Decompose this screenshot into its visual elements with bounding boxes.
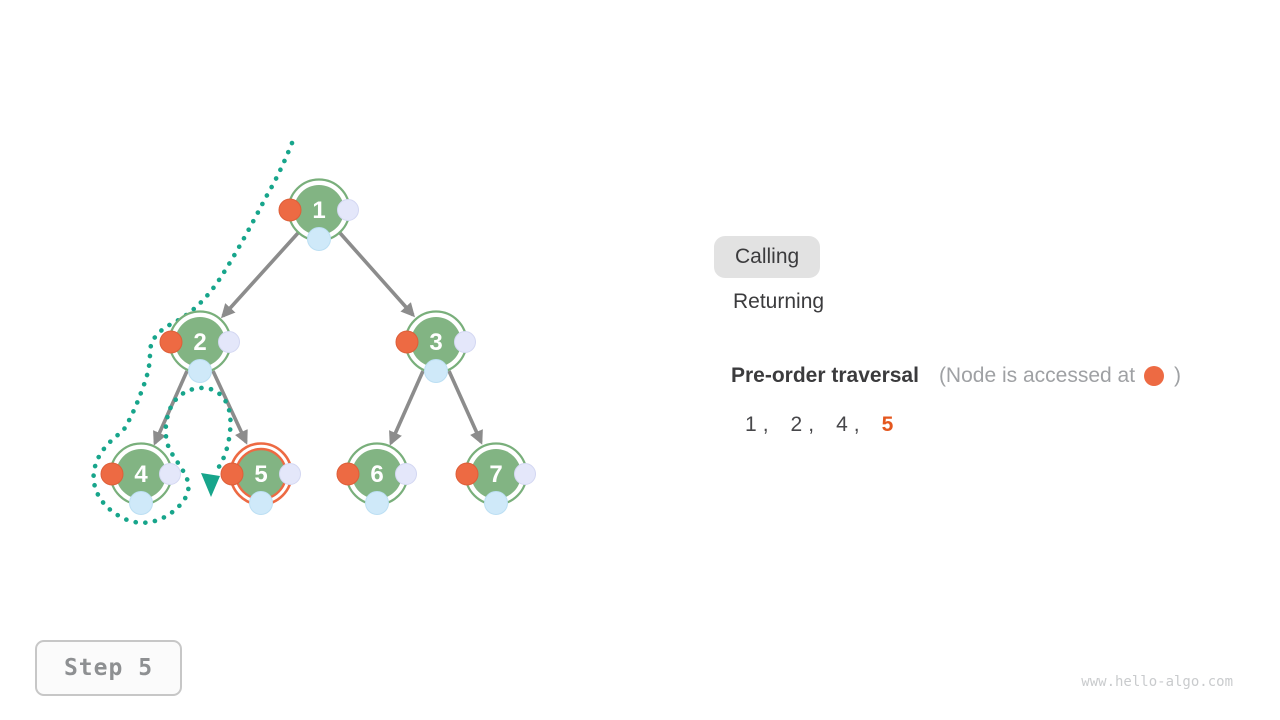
node-label: 7 — [489, 461, 502, 488]
right-dot — [159, 463, 181, 485]
bottom-dot — [365, 491, 389, 515]
bottom-dot — [249, 491, 273, 515]
bottom-dot — [129, 491, 153, 515]
right-dot — [337, 199, 359, 221]
tree-edge-3-7 — [447, 370, 483, 445]
access-marker-icon — [1144, 366, 1165, 386]
tree-edge-1-3 — [338, 231, 415, 318]
visit-dot — [395, 330, 419, 354]
node-label: 4 — [134, 461, 148, 488]
tree-node-7: 7 — [455, 442, 536, 515]
traversal-panel: Pre-order traversal (Node is accessed at… — [731, 364, 1181, 437]
bottom-dot — [424, 359, 448, 383]
right-dot — [454, 331, 476, 353]
visit-dot — [278, 198, 302, 222]
right-dot — [514, 463, 536, 485]
node-label: 3 — [429, 329, 442, 356]
traversal-note-close: ) — [1174, 364, 1182, 387]
traversal-note: (Node is accessed at ) — [939, 364, 1181, 388]
legend-calling-chip: Calling — [714, 236, 821, 278]
node-label: 5 — [254, 461, 267, 488]
right-dot — [218, 331, 240, 353]
website-watermark: www.hello-algo.com — [1081, 674, 1233, 690]
traversal-note-open: (Node is accessed at — [938, 364, 1136, 387]
visit-dot — [220, 462, 244, 486]
sequence-item: 2, — [790, 413, 815, 436]
legend-calling-label: Calling — [735, 245, 800, 268]
binary-tree-figure: 1 2 3 4 — [91, 140, 536, 525]
legend: Calling Returning — [714, 236, 824, 314]
traversal-title: Pre-order traversal — [731, 364, 919, 387]
right-dot — [279, 463, 301, 485]
right-dot — [395, 463, 417, 485]
tree-node-1: 1 — [278, 178, 359, 251]
traversal-sequence: 1, 2, 4, 5 — [731, 413, 1181, 437]
tree-node-2: 2 — [159, 310, 240, 383]
bottom-dot — [484, 491, 508, 515]
tree-node-6: 6 — [336, 442, 417, 515]
node-label: 2 — [193, 329, 206, 356]
tree-edge-1-2 — [220, 231, 300, 319]
tree-node-3: 3 — [395, 310, 476, 383]
bottom-dot — [188, 359, 212, 383]
sequence-item: 4, — [836, 413, 860, 436]
tree-edge-2-5 — [211, 370, 248, 445]
step-indicator-label: Step 5 — [63, 655, 154, 681]
sequence-item: 1, — [745, 413, 769, 436]
node-label: 6 — [370, 461, 383, 488]
tree-edge-3-6 — [389, 370, 425, 446]
visit-dot — [159, 330, 183, 354]
visit-dot — [100, 462, 124, 486]
visit-dot — [455, 462, 479, 486]
tree-node-5-current: 5 — [220, 442, 301, 515]
legend-returning-label: Returning — [733, 290, 825, 313]
tree-node-4: 4 — [100, 442, 181, 515]
visit-dot — [336, 462, 360, 486]
step-indicator: Step 5 — [35, 640, 182, 696]
node-label: 1 — [312, 197, 325, 224]
recursion-trace-path — [91, 140, 295, 525]
current-pointer-icon — [201, 473, 220, 497]
sequence-current-value: 5 — [881, 413, 894, 436]
bottom-dot — [307, 227, 331, 251]
